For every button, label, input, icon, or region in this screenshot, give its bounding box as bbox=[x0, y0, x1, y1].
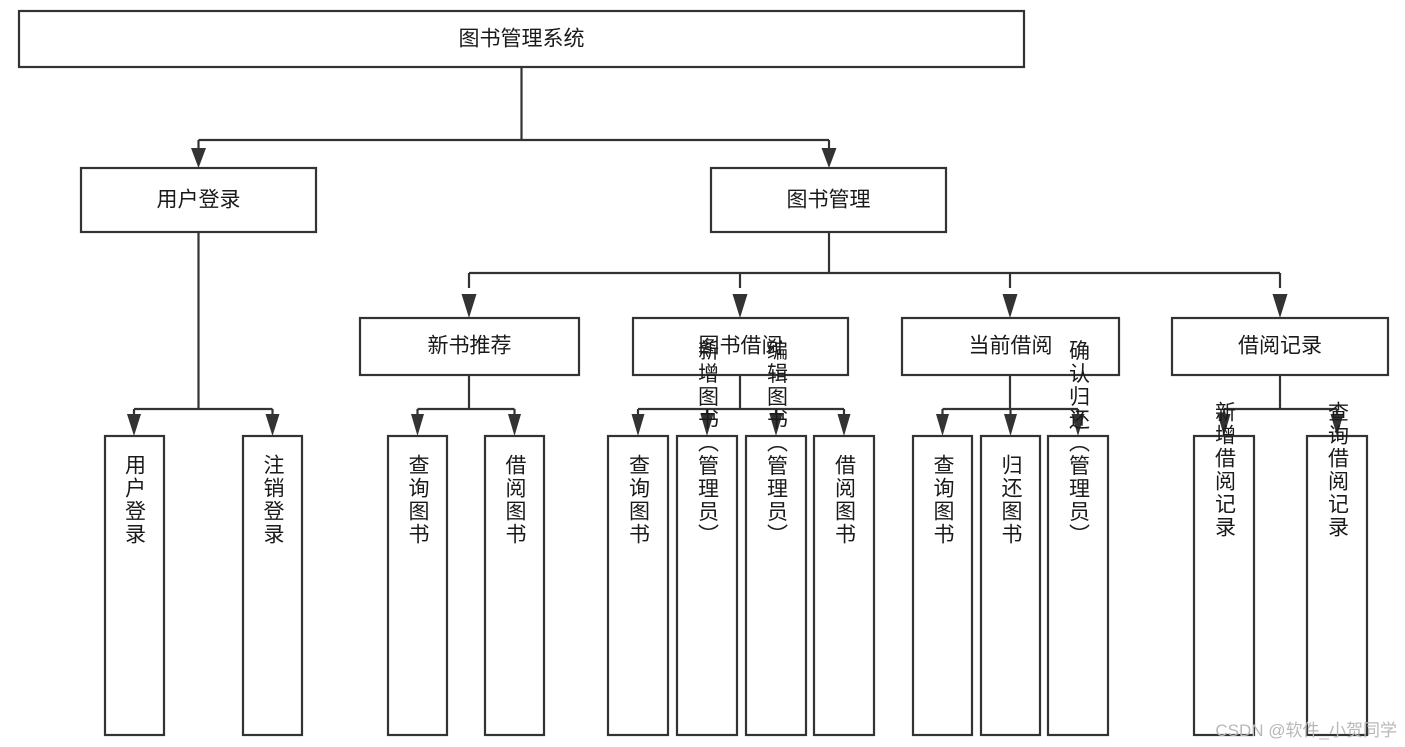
leaf-node-user-logout[interactable]: 注销登录 bbox=[241, 434, 304, 737]
connector-group-user-login bbox=[127, 232, 280, 436]
leaf-edit-book-label: 编辑图书（管理员） bbox=[765, 340, 789, 547]
leaf-query-record-label: 查询借阅记录 bbox=[1326, 401, 1350, 539]
node-current-borrow-box[interactable] bbox=[900, 316, 1121, 377]
leaf-node-user-login[interactable]: 用户登录 bbox=[103, 434, 166, 737]
node-borrow-record-label: 借阅记录 bbox=[1238, 335, 1322, 358]
connector-group-current-borrow bbox=[936, 375, 1085, 436]
node-new-book-recommend[interactable]: 新书推荐 bbox=[358, 316, 581, 377]
leaf-user-logout-box[interactable] bbox=[241, 434, 304, 737]
leaf-add-book-box[interactable] bbox=[675, 434, 739, 737]
leaf-borrow-book-2-box[interactable] bbox=[812, 434, 876, 737]
leaf-user-logout-label: 注销登录 bbox=[261, 454, 285, 546]
leaf-confirm-return-box[interactable] bbox=[1046, 434, 1110, 737]
node-borrow-record[interactable]: 借阅记录 bbox=[1170, 316, 1390, 377]
leaf-node-edit-book[interactable]: 编辑图书（管理员） bbox=[744, 340, 808, 737]
arrow-root-to-user-login bbox=[191, 148, 206, 168]
arrow-bm-to-borrow-record bbox=[1272, 294, 1288, 318]
arrow-root-to-book-management bbox=[821, 148, 837, 168]
connector-group-book-management bbox=[461, 232, 1288, 318]
leaf-query-book-1-box[interactable] bbox=[386, 434, 449, 737]
node-book-borrow-box[interactable] bbox=[631, 316, 850, 377]
leaf-query-book-2-label: 查询图书 bbox=[627, 454, 651, 546]
leaf-user-login-label: 用户登录 bbox=[123, 454, 147, 546]
arrow-bb-to-leaf1 bbox=[700, 414, 714, 436]
node-root-label: 图书管理系统 bbox=[459, 28, 585, 51]
node-book-management[interactable]: 图书管理 bbox=[709, 166, 948, 234]
arrow-br-to-leaf1 bbox=[1330, 414, 1344, 436]
leaf-confirm-return-label: 确认归还（管理员） bbox=[1067, 340, 1091, 547]
leaf-borrow-book-1-label: 借阅图书 bbox=[503, 454, 527, 546]
arrow-bb-to-leaf2 bbox=[769, 414, 783, 436]
leaf-node-query-record[interactable]: 查询借阅记录 bbox=[1305, 401, 1369, 737]
arrow-ul-to-leaf1 bbox=[265, 414, 280, 436]
connector-group-root bbox=[191, 67, 837, 168]
leaf-add-book-label: 新增图书（管理员） bbox=[696, 340, 720, 547]
leaf-query-record-box[interactable] bbox=[1305, 434, 1369, 737]
connector-group-new-book-recommend bbox=[411, 375, 521, 436]
arrow-br-to-leaf0 bbox=[1217, 414, 1231, 436]
node-user-login-label: 用户登录 bbox=[157, 189, 241, 212]
arrow-bb-to-leaf3 bbox=[837, 414, 851, 436]
leaf-borrow-book-1-box[interactable] bbox=[483, 434, 546, 737]
node-book-management-box[interactable] bbox=[709, 166, 948, 234]
leaf-user-login-box[interactable] bbox=[103, 434, 166, 737]
leaf-query-book-2-box[interactable] bbox=[606, 434, 670, 737]
leaf-node-add-record[interactable]: 新增借阅记录 bbox=[1192, 401, 1256, 737]
arrow-cb-to-leaf0 bbox=[936, 414, 949, 436]
arrow-ul-to-leaf0 bbox=[127, 414, 141, 436]
arrow-bm-to-new-book bbox=[461, 294, 477, 318]
arrow-nbr-to-leaf0 bbox=[411, 414, 424, 436]
leaf-node-borrow-book-1[interactable]: 借阅图书 bbox=[483, 434, 546, 737]
leaf-node-return-book[interactable]: 归还图书 bbox=[979, 434, 1042, 737]
node-book-management-label: 图书管理 bbox=[787, 189, 871, 212]
node-root-box[interactable] bbox=[17, 9, 1026, 69]
leaf-node-borrow-book-2[interactable]: 借阅图书 bbox=[812, 434, 876, 737]
leaf-query-book-3-box[interactable] bbox=[911, 434, 974, 737]
leaf-node-add-book[interactable]: 新增图书（管理员） bbox=[675, 340, 739, 737]
connector-group-borrow-record bbox=[1217, 375, 1344, 436]
node-borrow-record-box[interactable] bbox=[1170, 316, 1390, 377]
arrow-cb-to-leaf1 bbox=[1004, 414, 1017, 436]
leaf-return-book-label: 归还图书 bbox=[999, 454, 1023, 546]
arrow-cb-to-leaf2 bbox=[1071, 414, 1085, 436]
node-book-borrow-label: 图书借阅 bbox=[699, 335, 783, 358]
arrow-bb-to-leaf0 bbox=[631, 414, 645, 436]
node-user-login-box[interactable] bbox=[79, 166, 318, 234]
leaf-return-book-box[interactable] bbox=[979, 434, 1042, 737]
leaf-node-query-book-3[interactable]: 查询图书 bbox=[911, 434, 974, 737]
leaf-node-query-book-2[interactable]: 查询图书 bbox=[606, 434, 670, 737]
leaf-add-record-box[interactable] bbox=[1192, 434, 1256, 737]
node-book-borrow[interactable]: 图书借阅 bbox=[631, 316, 850, 377]
arrow-bm-to-current-borrow bbox=[1002, 294, 1018, 318]
node-current-borrow[interactable]: 当前借阅 bbox=[900, 316, 1121, 377]
leaf-node-query-book-1[interactable]: 查询图书 bbox=[386, 434, 449, 737]
arrow-bm-to-book-borrow bbox=[732, 294, 748, 318]
leaf-edit-book-box[interactable] bbox=[744, 434, 808, 737]
arrow-nbr-to-leaf1 bbox=[508, 414, 521, 436]
node-user-login[interactable]: 用户登录 bbox=[79, 166, 318, 234]
node-root[interactable]: 图书管理系统 bbox=[17, 9, 1026, 69]
leaf-query-book-3-label: 查询图书 bbox=[931, 454, 955, 546]
leaf-query-book-1-label: 查询图书 bbox=[406, 454, 430, 546]
connector-group-book-borrow bbox=[631, 375, 851, 436]
leaf-node-confirm-return[interactable]: 确认归还（管理员） bbox=[1046, 340, 1110, 737]
node-new-book-recommend-label: 新书推荐 bbox=[428, 335, 512, 358]
leaf-add-record-label: 新增借阅记录 bbox=[1213, 401, 1237, 539]
node-current-borrow-label: 当前借阅 bbox=[969, 335, 1053, 358]
leaf-borrow-book-2-label: 借阅图书 bbox=[833, 454, 857, 546]
node-new-book-recommend-box[interactable] bbox=[358, 316, 581, 377]
